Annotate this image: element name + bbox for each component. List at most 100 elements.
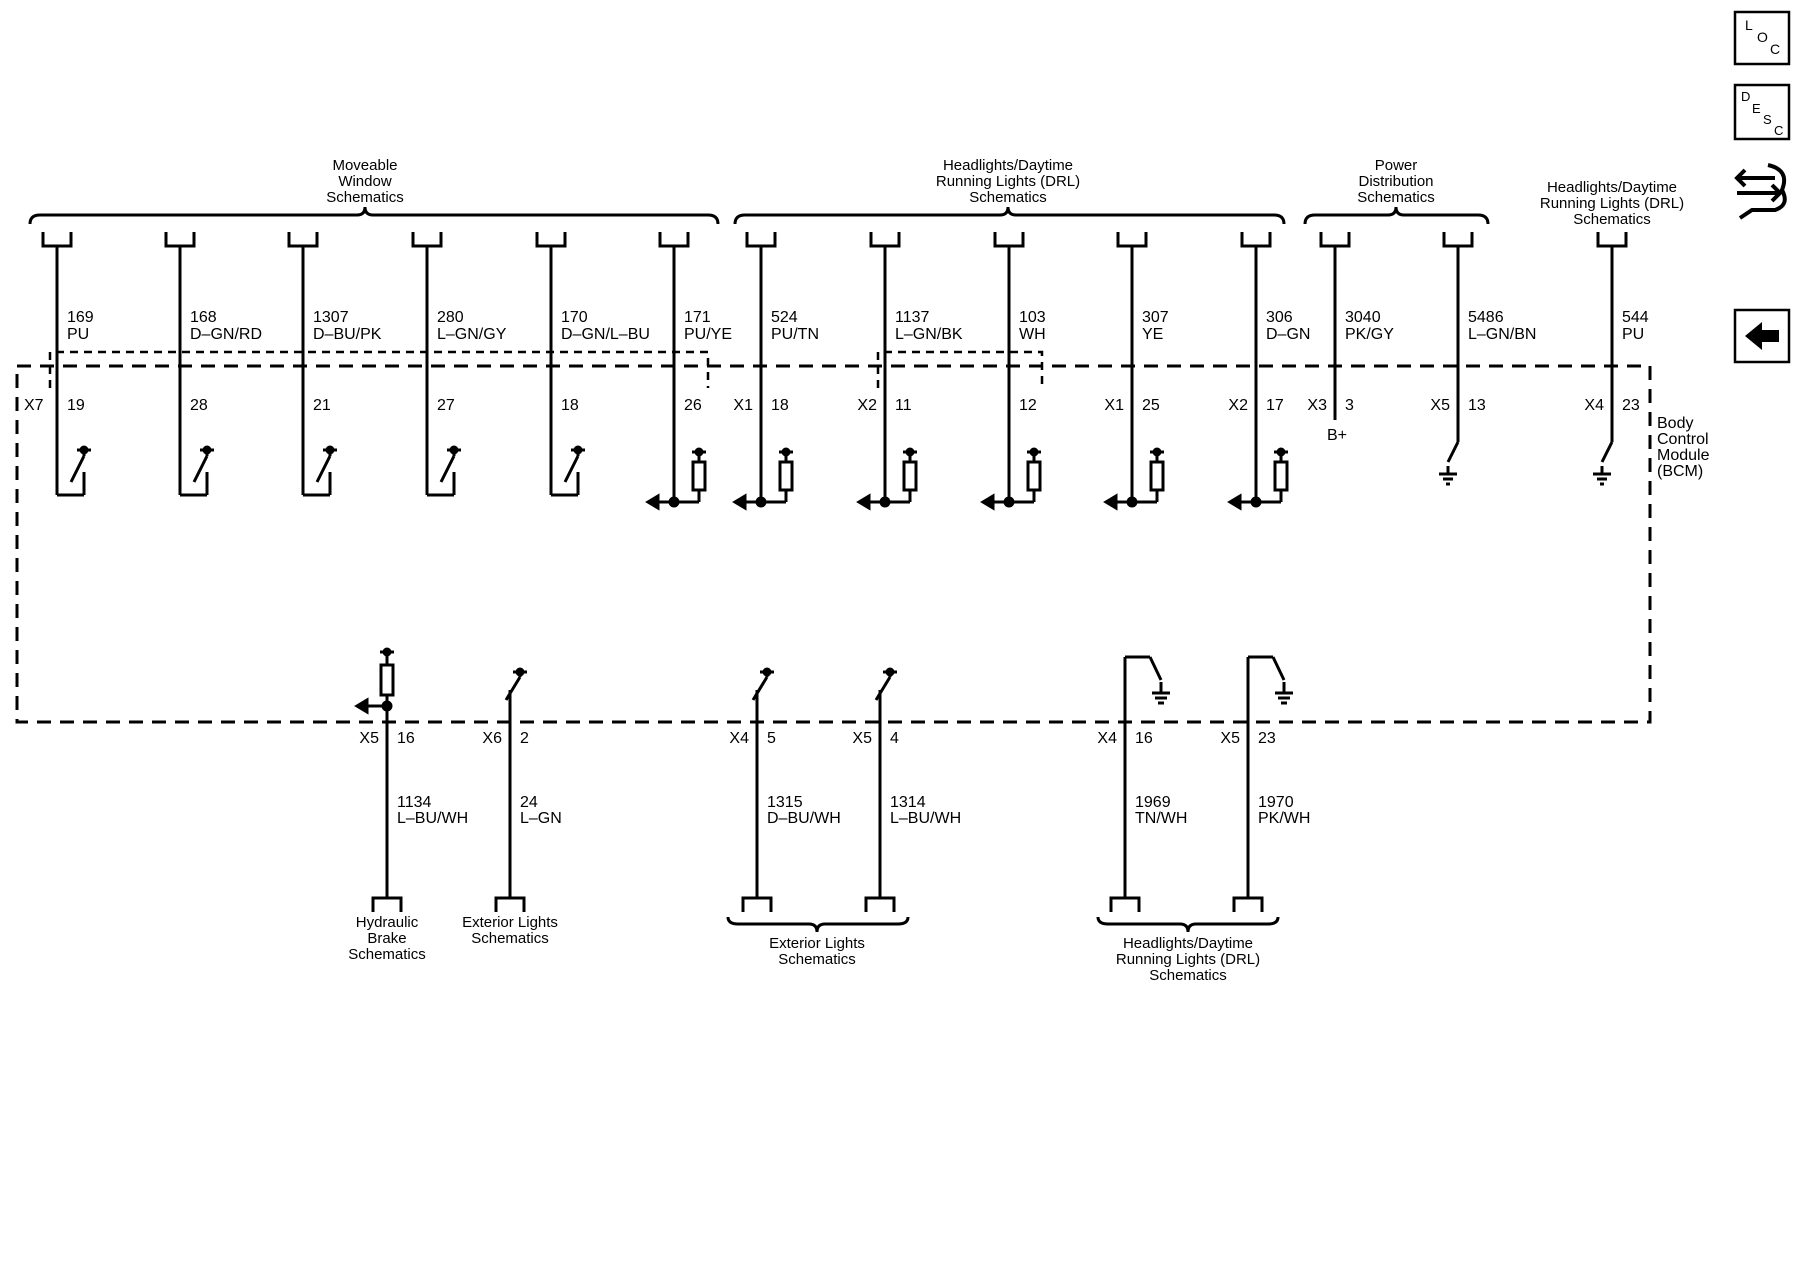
pin-number: 3 (1345, 397, 1354, 414)
connector-label: X5 (359, 730, 379, 747)
x7-connector-outline (48, 350, 710, 388)
x2-connector-outline (876, 350, 1044, 388)
top-group-label: Power (1375, 157, 1418, 174)
wire-color: D–GN/RD (190, 326, 262, 343)
switch-contact (1271, 656, 1286, 681)
top-connector-terminal (993, 232, 1025, 248)
wire-color: PK/GY (1345, 326, 1394, 343)
connector-label: X4 (729, 730, 749, 747)
signal-arrow-head (645, 493, 660, 511)
top-connector-terminal (1319, 232, 1351, 248)
circuit-number: 5486 (1468, 309, 1504, 326)
top-group-label: Schematics (969, 189, 1047, 206)
connector-label: X5 (1220, 730, 1240, 747)
connector-label: X6 (482, 730, 502, 747)
pin-number: 16 (1135, 730, 1153, 747)
bottom-group-label: Headlights/Daytime (1123, 935, 1253, 952)
circuit-number: 103 (1019, 309, 1046, 326)
pin-number: 11 (895, 397, 912, 414)
resistor (1273, 460, 1289, 492)
bottom-group-label: Schematics (1149, 967, 1227, 984)
wire-color: TN/WH (1135, 810, 1187, 827)
pin-number: 19 (67, 397, 85, 414)
connector-label: X3 (1307, 397, 1327, 414)
bottom-group-label: Running Lights (DRL) (1116, 951, 1260, 968)
circuit-number: 307 (1142, 309, 1169, 326)
top-group-label: Schematics (1573, 211, 1651, 228)
bottom-connector-terminal (741, 896, 773, 912)
circuit-number: 1137 (895, 309, 930, 326)
desc-letter-2: E (1752, 101, 1761, 116)
top-connector-terminal (287, 232, 319, 248)
loc-icon[interactable]: L O C (1733, 10, 1791, 66)
connector-label: X5 (852, 730, 872, 747)
pin-number: 23 (1258, 730, 1276, 747)
top-connector-terminal (1240, 232, 1272, 248)
wire-color: L–BU/WH (397, 810, 468, 827)
pin-number: 23 (1622, 397, 1640, 414)
pin-number: 12 (1019, 397, 1037, 414)
loc-letter-1: L (1745, 17, 1753, 33)
top-group-label: Distribution (1358, 173, 1433, 190)
wire-color: D–BU/PK (313, 326, 382, 343)
bcm-label-line: Control (1657, 431, 1709, 448)
bottom-group-label: Schematics (348, 946, 426, 963)
bottom-group-label: Exterior Lights (769, 935, 865, 952)
pin-number: 21 (313, 397, 331, 414)
pin-number: 26 (684, 397, 702, 414)
supply-node (1276, 447, 1286, 457)
pin-number: 27 (437, 397, 455, 414)
switch-contact (1446, 441, 1460, 463)
bcm-boundary (15, 364, 1652, 724)
circuit-number: 1969 (1135, 794, 1171, 811)
wire-color: PU/TN (771, 326, 819, 343)
bplus-label: B+ (1327, 427, 1347, 444)
resistor (379, 663, 395, 697)
back-arrow-icon[interactable] (1733, 308, 1791, 364)
pin-number: 18 (561, 397, 579, 414)
pin-number: 17 (1266, 397, 1284, 414)
wire-color: L–GN (520, 810, 562, 827)
circuit-number: 1307 (313, 309, 349, 326)
top-connector-terminal (41, 232, 73, 248)
circuit-number: 169 (67, 309, 94, 326)
circuit-number: 1315 (767, 794, 803, 811)
pin-number: 13 (1468, 397, 1486, 414)
circuit-number: 1314 (890, 794, 926, 811)
supply-node (694, 447, 704, 457)
bottom-group-bracket (1096, 916, 1280, 933)
circuit-number: 306 (1266, 309, 1293, 326)
connector-label: X5 (1430, 397, 1450, 414)
bottom-connector-terminal (1109, 896, 1141, 912)
wire-color: L–GN/GY (437, 326, 507, 343)
loc-letter-2: O (1757, 29, 1768, 45)
desc-letter-3: S (1763, 112, 1772, 127)
bottom-connector-terminal (864, 896, 896, 912)
bottom-group-label: Schematics (471, 930, 549, 947)
pin-number: 2 (520, 730, 529, 747)
wire-color: PU/YE (684, 326, 732, 343)
bcm-label-line: Module (1657, 447, 1710, 464)
top-group-label: Headlights/Daytime (1547, 179, 1677, 196)
connector-tool-icon[interactable] (1734, 163, 1787, 220)
bottom-group-label: Schematics (778, 951, 856, 968)
switch-contact (69, 455, 86, 483)
top-connector-terminal (658, 232, 690, 248)
desc-icon[interactable]: D E S C (1733, 83, 1791, 141)
junction-dot (381, 700, 393, 712)
circuit-number: 280 (437, 309, 464, 326)
bcm-label-line: Body (1657, 415, 1693, 432)
bottom-group-label: Exterior Lights (462, 914, 558, 931)
switch-contact (751, 676, 769, 701)
supply-node (905, 447, 915, 457)
switch-contact (192, 455, 209, 483)
top-connector-terminal (1116, 232, 1148, 248)
connector-label: X4 (1584, 397, 1604, 414)
top-group-label: Moveable (332, 157, 397, 174)
resistor (1149, 460, 1165, 492)
resistor (691, 460, 707, 492)
top-group-label: Schematics (1357, 189, 1435, 206)
top-connector-terminal (411, 232, 443, 248)
connector-label: X1 (1104, 397, 1124, 414)
